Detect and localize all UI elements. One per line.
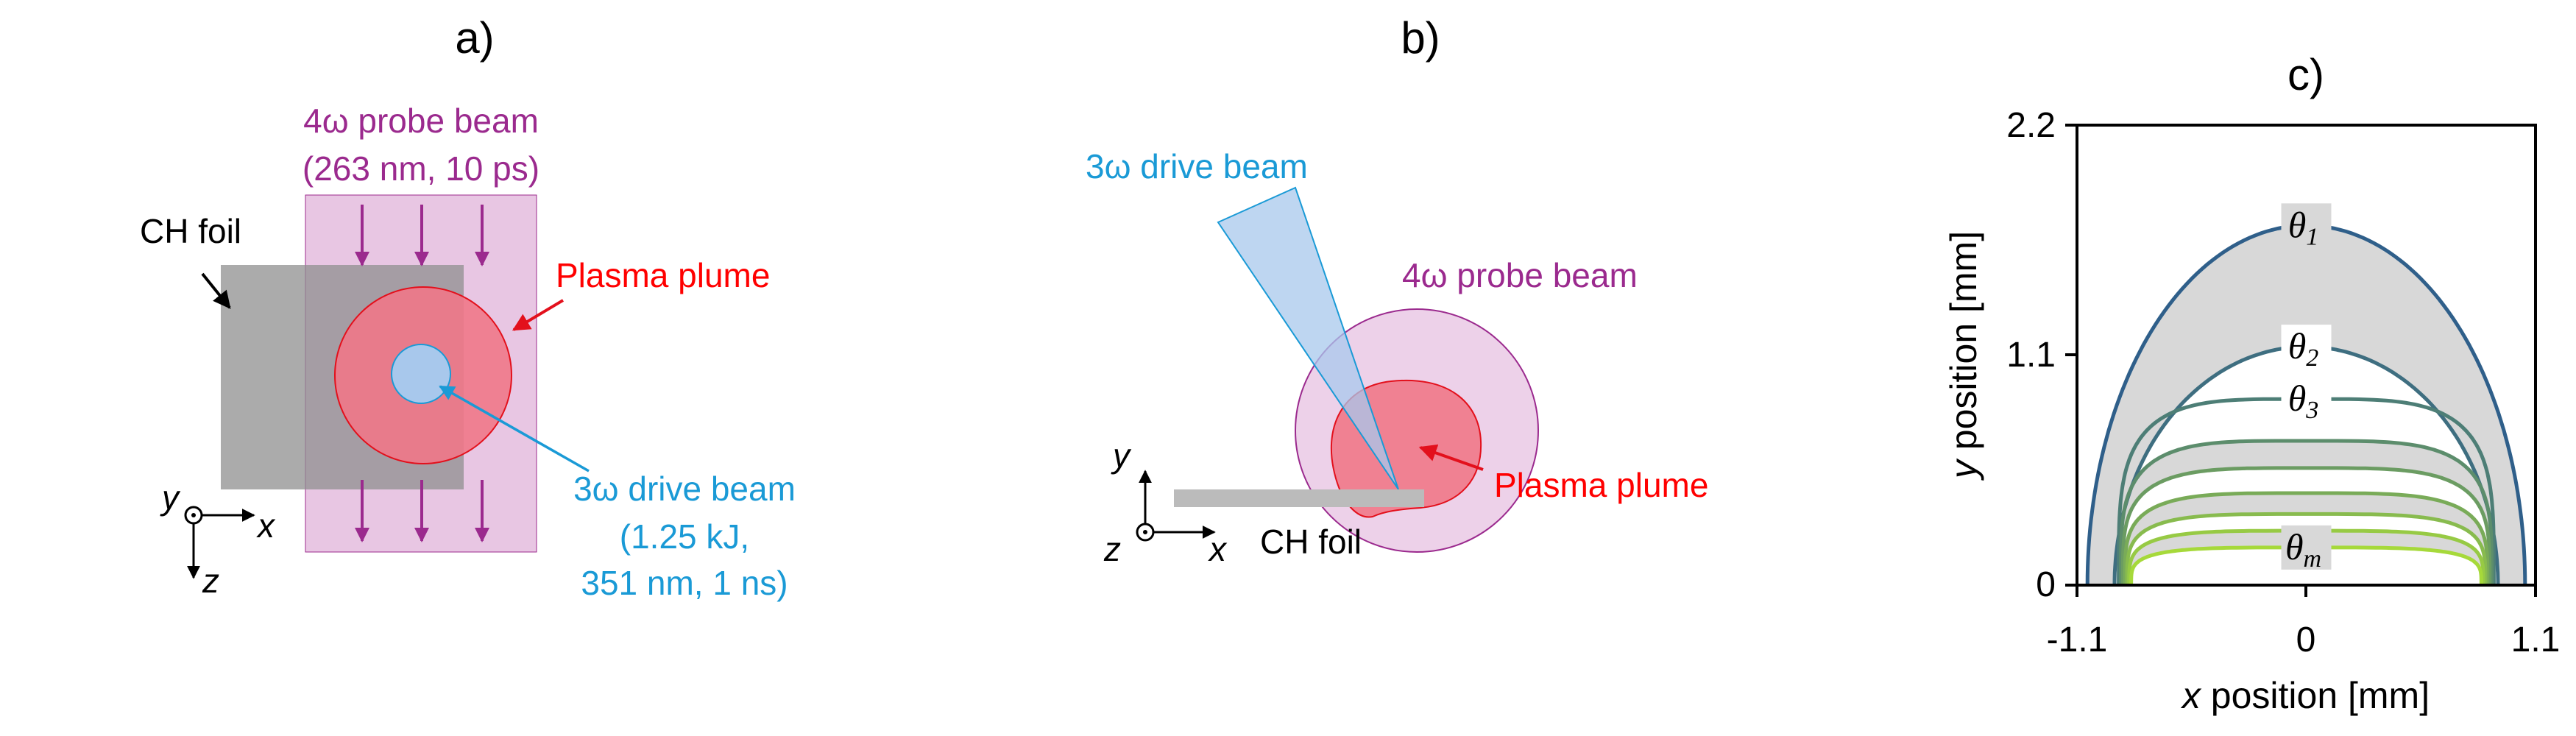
x-axis-title: x position [mm] (2181, 675, 2430, 716)
drive-energy: (1.25 kJ, (620, 517, 749, 556)
contour-label: θ2 (2288, 325, 2319, 372)
drive-pointer-arrow (439, 385, 590, 473)
drive-params: 351 nm, 1 ns) (581, 564, 788, 602)
contour-label-background (2281, 203, 2332, 248)
foil-label: CH foil (1260, 523, 1362, 561)
contour-lines (2085, 223, 2527, 586)
contour-labels: θ1 θ2 θ3 θm (2281, 203, 2332, 573)
contour-band (2129, 531, 2484, 585)
contour-label-background (2281, 325, 2332, 369)
foil-label: CH foil (140, 212, 241, 250)
axis-z-label: z (1103, 530, 1121, 568)
probe-title: 4ω probe beam (303, 102, 539, 140)
panel-b-label: b) (1401, 13, 1440, 63)
contour-band (2087, 225, 2525, 585)
y-axis-title: y position [mm] (1943, 231, 1984, 481)
contour-line (2125, 512, 2488, 585)
y-tick-label: 2.2 (2006, 106, 2056, 145)
contour-line (2119, 439, 2494, 585)
x-tick-label: 1.1 (2511, 620, 2561, 659)
drive-label: 3ω drive beam (1086, 147, 1308, 185)
contour-band (2125, 493, 2488, 585)
axis-y-label: y (160, 478, 181, 517)
x-tick-label: -1.1 (2047, 620, 2108, 659)
contour-shaded-bands (2087, 225, 2525, 585)
probe-arrows-top (355, 205, 489, 266)
contour-line (2120, 466, 2492, 585)
foil-pointer-arrow (201, 272, 231, 309)
panel-b: b) 3ω drive beam 4ω probe beam Plasma pl… (1086, 13, 1708, 568)
axis-x-label: x (1208, 530, 1228, 568)
y-tick-label: 1.1 (2006, 336, 2056, 375)
contour-line (2123, 491, 2490, 586)
contour-label: θ3 (2288, 378, 2319, 424)
x-tick-label: 0 (2296, 620, 2316, 659)
contour-label-background (2281, 377, 2332, 422)
axis-y-label: y (1111, 436, 1132, 475)
y-axis: 0 1.1 2.2 y position [mm] (1943, 106, 2077, 604)
panel-c: c) θ1 θ2 θ3 θm 0 1.1 2.2 y position [mm] -1… (1943, 50, 2560, 716)
contour-label: θm (2285, 526, 2321, 573)
axis-x-label: x (256, 506, 276, 545)
plasma-label: Plasma plume (556, 256, 770, 294)
y-tick-label: 0 (2036, 565, 2056, 604)
axis-glyph-b: y x z (1103, 436, 1228, 568)
probe-arrows-bottom (355, 480, 489, 542)
probe-params: (263 nm, 10 ps) (302, 149, 539, 188)
probe-label: 4ω probe beam (1402, 256, 1638, 294)
drive-beam-spot (391, 344, 451, 404)
axis-glyph-a: y x z (160, 478, 276, 600)
contour-label: θ1 (2288, 204, 2319, 250)
drive-title: 3ω drive beam (573, 470, 796, 508)
contour-label-background (2281, 525, 2332, 570)
plasma-pointer-arrow (512, 299, 565, 331)
x-axis: -1.1 0 1.1 x position [mm] (2047, 585, 2561, 716)
panel-c-label: c) (2287, 50, 2324, 99)
panel-a: a) 4ω probe beam (263 nm, 10 ps) CH foil… (140, 13, 796, 602)
drive-beam-cone (1217, 186, 1399, 490)
axis-z-label: z (202, 562, 219, 600)
ch-foil (1174, 489, 1424, 507)
panel-a-label: a) (455, 13, 494, 63)
plasma-pointer-arrow (1418, 444, 1484, 471)
plasma-label: Plasma plume (1494, 466, 1708, 504)
